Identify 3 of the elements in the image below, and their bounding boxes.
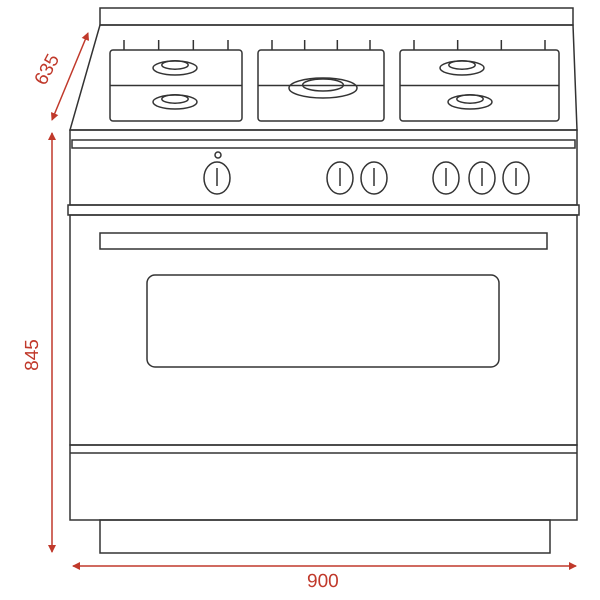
dimension-label: 900 xyxy=(307,572,339,592)
dimension-label: 845 xyxy=(22,339,43,371)
dimension-label: 635 xyxy=(32,51,64,89)
